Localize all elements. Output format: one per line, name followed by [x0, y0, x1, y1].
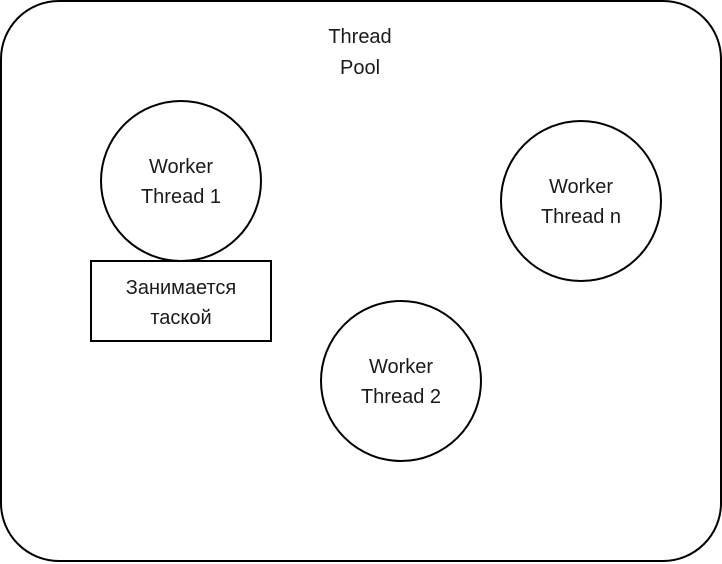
worker-thread-n-label-line2: Thread n [541, 206, 621, 228]
busy-status-box: Занимается таской [90, 260, 272, 342]
worker-thread-1-label-line2: Thread 1 [141, 186, 221, 208]
worker-thread-n-circle [500, 120, 662, 282]
busy-status-box-border [90, 260, 272, 342]
worker-thread-2-circle [320, 300, 482, 462]
worker-thread-2-label-line2: Thread 2 [361, 386, 441, 408]
worker-thread-n: Worker Thread n [500, 120, 662, 282]
thread-pool-label-line1: Thread [328, 26, 391, 48]
worker-thread-1-circle [100, 100, 262, 262]
busy-status-label-line2: таской [150, 307, 211, 329]
busy-status-label-line1: Занимается [126, 277, 237, 299]
worker-thread-2: Worker Thread 2 [320, 300, 482, 462]
thread-pool-label-line2: Pool [340, 57, 380, 79]
worker-thread-1: Worker Thread 1 [100, 100, 262, 262]
worker-thread-1-label-line1: Worker [149, 156, 213, 178]
worker-thread-2-label-line1: Worker [369, 356, 433, 378]
worker-thread-n-label-line1: Worker [549, 176, 613, 198]
